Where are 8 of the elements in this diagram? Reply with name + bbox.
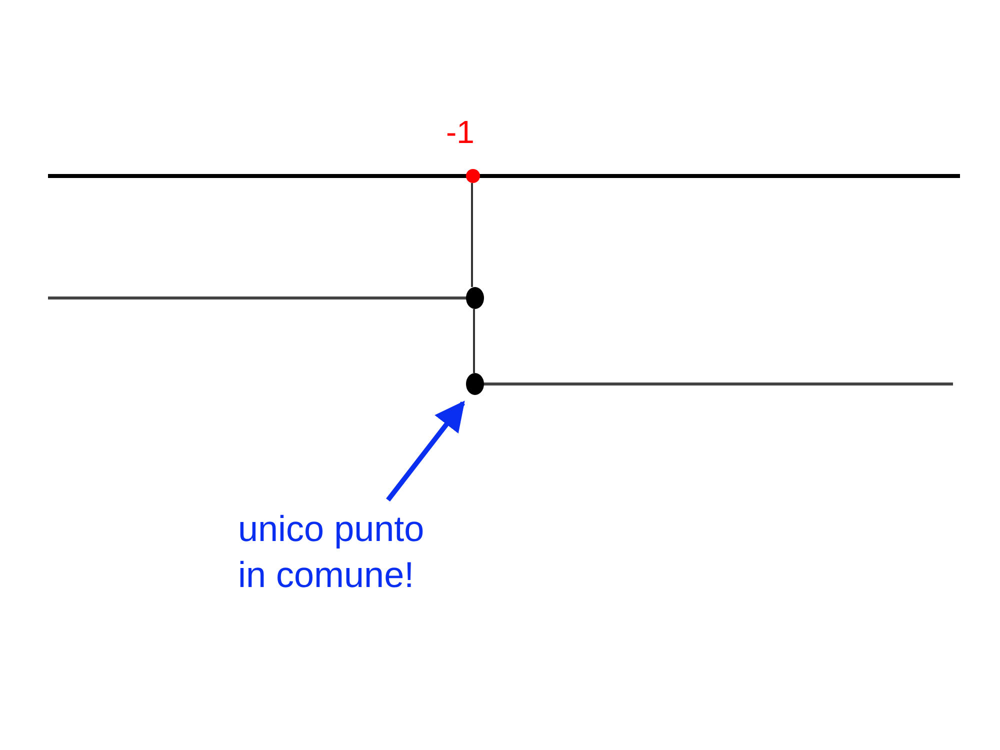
point-label: -1 <box>446 114 474 151</box>
connector-line <box>471 183 473 287</box>
connector-line <box>473 309 475 373</box>
annotation-text: unico punto in comune! <box>238 506 443 598</box>
point-dot <box>466 287 484 309</box>
point-dot <box>466 169 480 183</box>
point-dot <box>466 373 484 395</box>
arrow <box>386 400 465 502</box>
